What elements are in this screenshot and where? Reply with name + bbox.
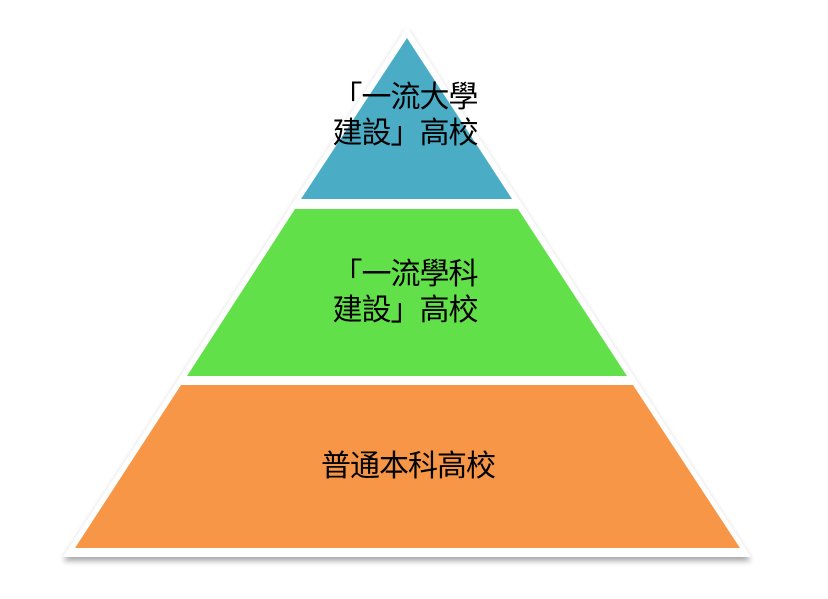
tier-top-line2: 建設」高校 (332, 116, 479, 151)
tier-bottom-shape (75, 385, 740, 548)
tier-top-line1: 「一流大學 (332, 80, 479, 115)
tier-middle-line1: 「一流學科 (332, 257, 479, 292)
tier-top-shape (301, 38, 512, 199)
tier-middle-label: 「一流學科 建設」高校 (310, 257, 500, 329)
tier-bottom-label: 普通本科高校 (258, 449, 558, 485)
tier-bottom-line1: 普通本科高校 (321, 449, 496, 484)
tier-top-label: 「一流大學 建設」高校 (310, 80, 500, 152)
tier-middle-shape (187, 209, 627, 376)
tier-middle-line2: 建設」高校 (332, 293, 479, 328)
